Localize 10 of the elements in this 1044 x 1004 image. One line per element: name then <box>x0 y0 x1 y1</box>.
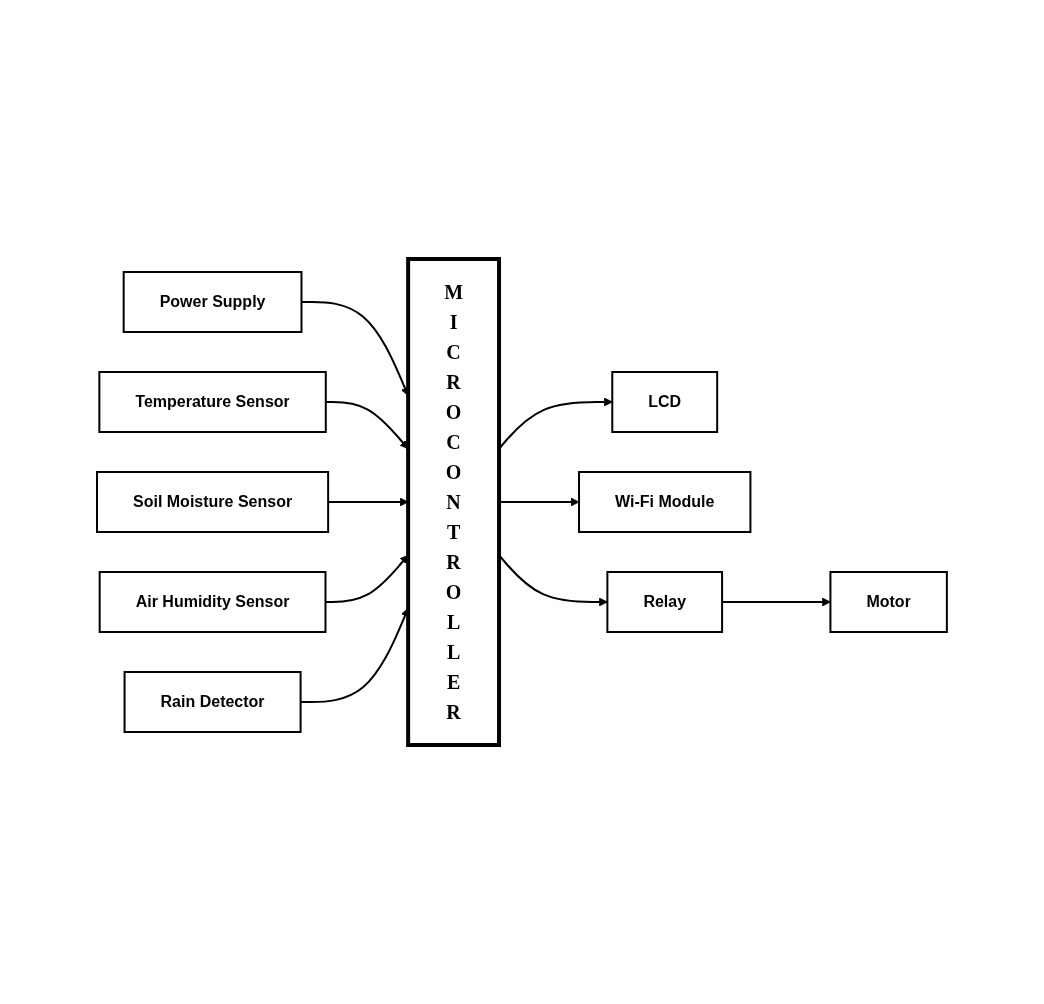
node-box: Soil Moisture Sensor <box>96 471 330 533</box>
node-box: Relay <box>606 571 724 633</box>
node-box: Wi-Fi Module <box>578 471 752 533</box>
node-box: Power Supply <box>122 271 303 333</box>
node-box: Air Humidity Sensor <box>98 571 327 633</box>
node-box: Rain Detector <box>123 671 302 733</box>
node-box: LCD <box>611 371 719 433</box>
node-box: Motor <box>829 571 948 633</box>
node-box: MICROCONTROLLER <box>406 257 502 747</box>
node-box: Temperature Sensor <box>98 371 327 433</box>
